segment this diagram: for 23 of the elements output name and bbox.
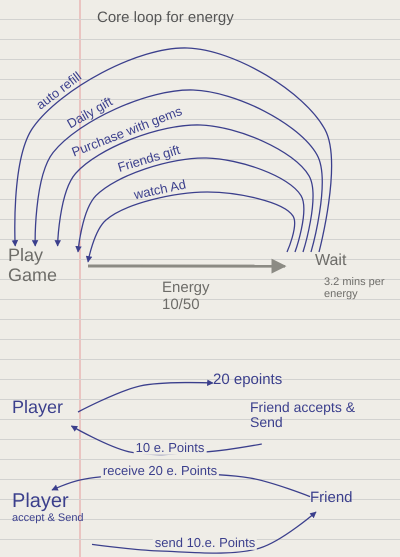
node-title: 20 epoints: [213, 372, 284, 388]
diagram-title: Core loop for energy: [96, 10, 235, 26]
node-title: Player: [12, 398, 64, 418]
edge-label: Energy 10/50: [161, 280, 211, 313]
node-title: Friend: [310, 490, 354, 506]
arrow: [75, 157, 304, 253]
arrow: [88, 258, 286, 274]
arrow: [78, 380, 214, 413]
arrow: [54, 124, 314, 252]
arrow: [32, 89, 323, 252]
arrow: [86, 191, 296, 263]
edge-label: watch Ad: [132, 176, 188, 202]
arrow: [92, 512, 316, 554]
node-title: Play Game: [8, 246, 58, 286]
node-note: accept & Send: [12, 512, 85, 524]
node-title: Wait: [315, 252, 348, 270]
edge-label: send 10.e. Points: [152, 536, 258, 550]
node-title: Friend accepts & Send: [250, 400, 356, 431]
node-title: Player: [12, 490, 70, 512]
edge-label: receive 20 e. Points: [100, 464, 220, 478]
node-caption: 3.2 mins per energy: [323, 276, 386, 300]
arrow: [12, 47, 332, 252]
edge-label: 10 e. Points: [134, 440, 206, 456]
